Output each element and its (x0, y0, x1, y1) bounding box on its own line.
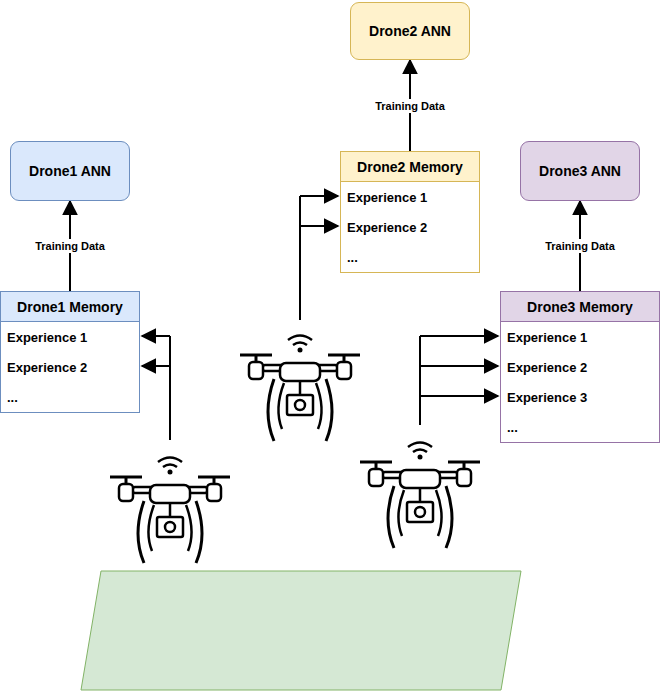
memory-row: Experience 2 (341, 212, 479, 242)
edge-label: Training Data (373, 99, 447, 113)
memory-row: ... (1, 382, 139, 412)
memory-row: ... (501, 412, 659, 442)
memory-row: Experience 1 (1, 322, 139, 352)
ann-box: Drone1 ANN (10, 141, 130, 201)
memory-row: Experience 1 (341, 182, 479, 212)
experience-item: Experience 2 (7, 360, 87, 375)
drone-icon (360, 443, 480, 549)
experience-item: ... (507, 420, 518, 435)
experience-item: Experience 3 (507, 390, 587, 405)
experience-item: ... (347, 250, 358, 265)
memory-title: Drone1 Memory (17, 299, 123, 315)
memory-header: Drone1 Memory (1, 292, 139, 322)
ann-label: Drone1 ANN (29, 163, 111, 179)
memory-header: Drone3 Memory (501, 292, 659, 322)
experience-item: Experience 2 (347, 220, 427, 235)
memory-row: Experience 2 (501, 352, 659, 382)
experience-item: ... (7, 390, 18, 405)
ann-box: Drone2 ANN (350, 2, 470, 60)
memory-title: Drone2 Memory (357, 159, 463, 175)
ground-field (81, 571, 521, 690)
memory-row: ... (341, 242, 479, 272)
edge-label: Training Data (543, 239, 617, 253)
experience-item: Experience 2 (507, 360, 587, 375)
memory-box: Drone3 MemoryExperience 1 Experience 2 Exp… (500, 291, 660, 443)
ann-box: Drone3 ANN (520, 141, 640, 201)
memory-header: Drone2 Memory (341, 152, 479, 182)
ann-label: Drone3 ANN (539, 163, 621, 179)
memory-box: Drone2 MemoryExperience 1 Experience 2... (340, 151, 480, 273)
memory-title: Drone3 Memory (527, 299, 633, 315)
ann-label: Drone2 ANN (369, 23, 451, 39)
experience-item: Experience 1 (7, 330, 87, 345)
experience-item: Experience 1 (347, 190, 427, 205)
drone-icon (240, 336, 360, 442)
edge-label: Training Data (33, 239, 107, 253)
drone-icon (110, 458, 230, 564)
memory-row: Experience 3 (501, 382, 659, 412)
memory-row: Experience 2 (1, 352, 139, 382)
memory-row: Experience 1 (501, 322, 659, 352)
memory-box: Drone1 MemoryExperience 1 Experience 2... (0, 291, 140, 413)
experience-item: Experience 1 (507, 330, 587, 345)
